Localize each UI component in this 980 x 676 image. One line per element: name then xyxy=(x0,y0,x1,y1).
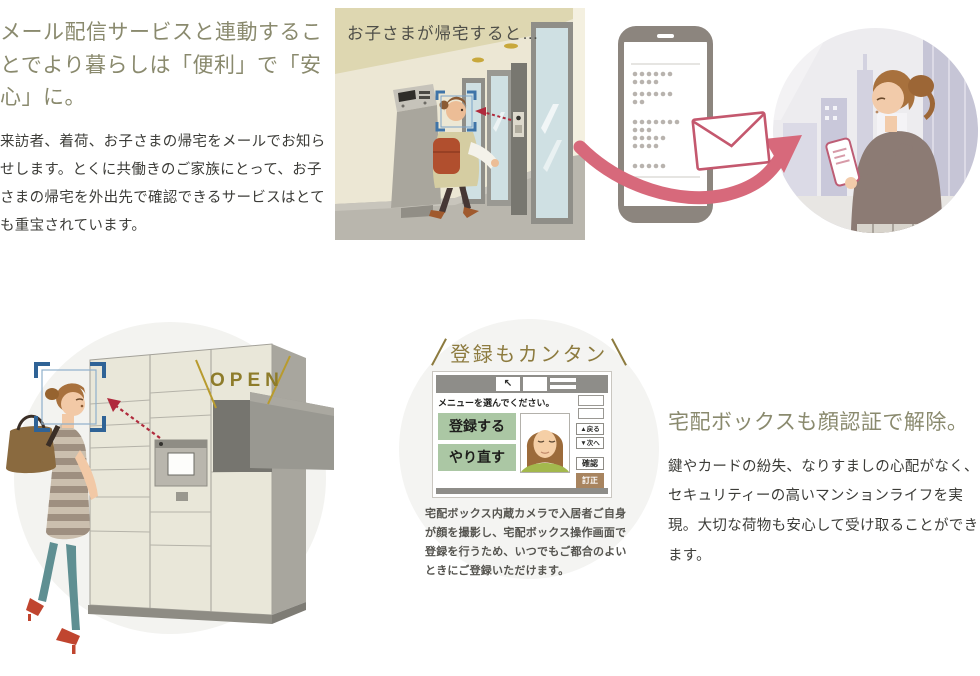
face-detect-frame-icon xyxy=(34,362,106,432)
face-unlock-heading: 宅配ボックスも顔認証で解除。 xyxy=(668,410,969,434)
face-detect-frame-icon xyxy=(435,90,477,132)
phone-speaker-icon xyxy=(657,34,674,38)
screen-footer-bar xyxy=(436,488,608,494)
resident-figure xyxy=(6,383,98,654)
retry-button: やり直す xyxy=(438,444,516,471)
registration-panel: 登録もカンタン ↖ メニューを選んでください。 登録する やり直す xyxy=(399,319,659,579)
mail-arrow-icon xyxy=(573,135,802,205)
menu-lines-icon xyxy=(550,378,576,390)
registration-note: 宅配ボックス内蔵カメラで入居者ご自身が顔を撮影し、宅配ボックス操作画面で登録を行… xyxy=(425,508,627,577)
message-dots xyxy=(632,71,680,169)
captured-face-photo xyxy=(520,413,570,473)
nav-arrow-icon: ↖ xyxy=(496,377,520,391)
screen-header-bar xyxy=(436,375,608,393)
ceiling-light-icon xyxy=(472,57,484,63)
locker-control-panel xyxy=(154,439,208,501)
badge-label: 登録もカンタン xyxy=(450,343,608,366)
badge-slash-icon xyxy=(431,338,448,366)
mother-photo-circle xyxy=(773,28,978,233)
mail-service-intro: メール配信サービスと連動することでより暮らしは「便利」で「安心」に。 来訪者、着… xyxy=(0,16,330,241)
ceiling-light-icon xyxy=(504,43,518,49)
delivery-locker-illustration: OPEN xyxy=(6,322,334,654)
mail-service-body: 来訪者、着荷、お子さまの帰宅をメールでお知らせします。とくに共働きのご家族にとっ… xyxy=(0,133,326,235)
locker-camera-icon xyxy=(159,442,163,446)
open-compartment xyxy=(195,355,334,472)
locker-screen-mockup: ↖ メニューを選んでください。 登録する やり直す ▲ xyxy=(432,371,612,498)
scan-arrow-icon xyxy=(107,398,161,439)
screen-prompt: メニューを選んでください。 xyxy=(438,398,555,408)
entrance-illustration: お子さまが帰宅すると… xyxy=(335,8,585,240)
correct-button: 訂正 xyxy=(576,473,604,488)
glass-door-right xyxy=(531,22,573,224)
registration-badge: 登録もカンタン xyxy=(399,337,659,367)
locker-cabinet: OPEN xyxy=(88,343,334,624)
notification-phone xyxy=(618,26,713,223)
next-button: ▼次へ xyxy=(576,437,604,449)
entrance-caption: お子さまが帰宅すると… xyxy=(347,24,540,43)
header-box xyxy=(523,377,547,391)
door-camera xyxy=(511,63,527,215)
scan-arrow-icon xyxy=(475,107,512,121)
ceiling xyxy=(335,8,585,74)
intercom-kiosk xyxy=(391,84,441,218)
face-unlock-body: 鍵やカードの紛失、なりすましの心配がなく、セキュリティーの高いマンションライフを… xyxy=(668,458,979,564)
envelope-icon xyxy=(691,111,771,171)
side-box xyxy=(578,395,604,406)
child-figure xyxy=(429,96,499,219)
side-box xyxy=(578,408,604,419)
camera-lens-icon xyxy=(516,115,521,121)
back-button: ▲戻る xyxy=(576,423,604,435)
face-unlock-text: 宅配ボックスも顔認証で解除。 鍵やカードの紛失、なりすましの心配がなく、セキュリ… xyxy=(668,406,980,571)
mail-service-heading: メール配信サービスと連動することでより暮らしは「便利」で「安心」に。 xyxy=(0,20,323,110)
register-button: 登録する xyxy=(438,413,516,440)
confirm-button: 確認 xyxy=(576,457,604,470)
open-label: OPEN xyxy=(210,370,284,391)
badge-slash-icon xyxy=(610,338,627,366)
emphasis-line-icon xyxy=(267,355,291,405)
mother-figure xyxy=(825,70,947,233)
emphasis-line-icon xyxy=(195,359,217,409)
